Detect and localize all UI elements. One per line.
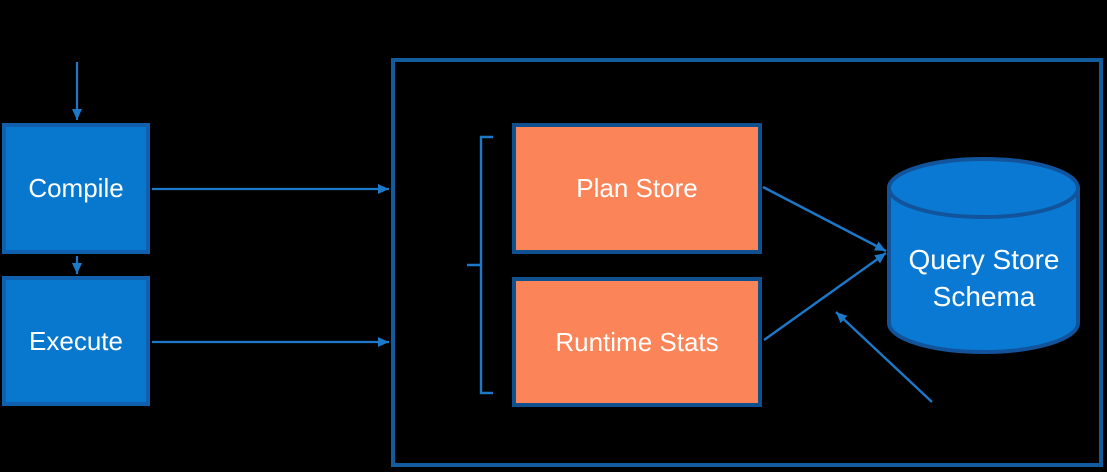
stores-grouping-bracket	[467, 135, 493, 395]
query-store-schema-label: Query Store Schema	[889, 232, 1079, 324]
execute-node-label: Execute	[29, 325, 123, 356]
arrow-bottom-right-to-schema-line	[835, 311, 933, 403]
query-store-schema-label-line2: Schema	[932, 281, 1036, 312]
query-store-container-rect	[391, 58, 1103, 467]
runtime-stats-node-label: Runtime Stats	[555, 326, 719, 357]
plan-store-node-label: Plan Store	[576, 173, 698, 203]
arrow-runtime-stats-to-schema	[763, 252, 887, 341]
arrow-plan-store-to-schema	[762, 185, 887, 253]
plan-store-node: Plan Store	[512, 123, 762, 254]
execute-node: Execute	[2, 276, 150, 406]
cylinder-body	[887, 188, 1080, 354]
query-store-schema-label-line1: Query Store	[908, 244, 1060, 275]
compile-node: Compile	[2, 123, 150, 254]
compile-node-label: Compile	[28, 173, 124, 203]
database-cylinder-icon	[887, 157, 1080, 354]
runtime-stats-node: Runtime Stats	[512, 277, 762, 407]
cylinder-top	[887, 157, 1080, 219]
